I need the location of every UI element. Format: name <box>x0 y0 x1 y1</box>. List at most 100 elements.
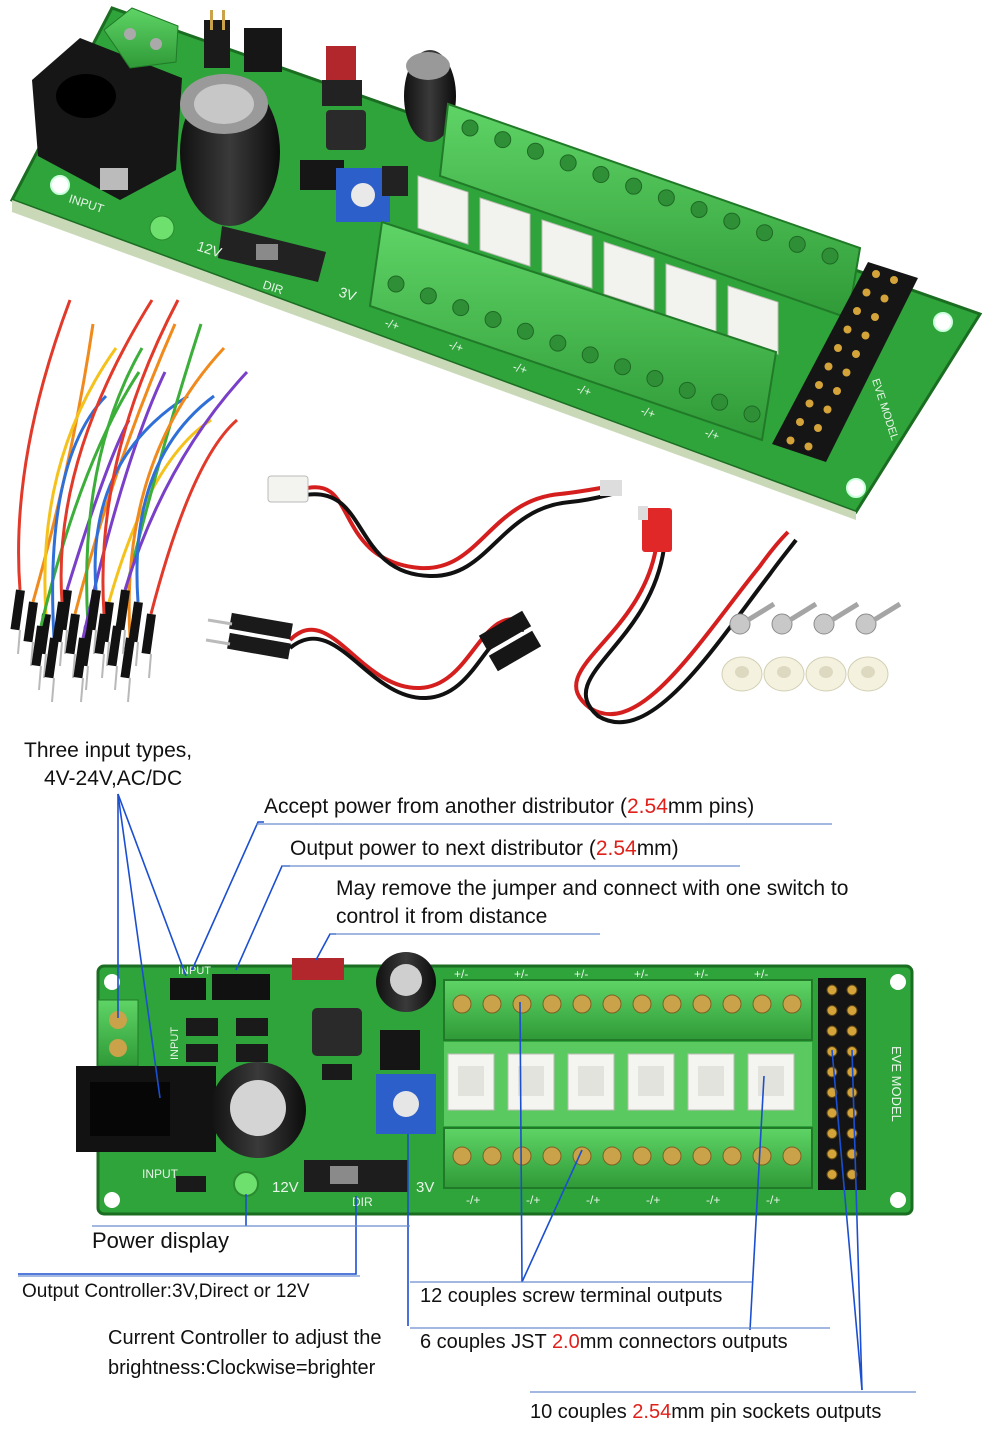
jumper-wire-pin-housing <box>73 637 88 679</box>
top-lower-screw <box>516 322 534 340</box>
bottom-upper-screw <box>692 994 712 1014</box>
bottom-pin-socket <box>826 1087 838 1098</box>
top-board: INPUT 12V DIR 3V EVE MODEL -/+-/+-/+-/+-… <box>9 6 983 520</box>
jumper-wire-pin-housing <box>120 637 135 679</box>
bottom-lower-screw <box>692 1146 712 1166</box>
nylon-spacer-hole <box>735 666 749 678</box>
label-current-1: Current Controller to adjust the <box>108 1327 382 1349</box>
bottom-lower-screw <box>512 1146 532 1166</box>
bottom-pin-socket <box>826 984 838 996</box>
top-capacitor <box>180 74 280 226</box>
jumper-wire-pin-housing <box>128 601 143 643</box>
top-lower-screw <box>549 334 567 352</box>
bottom-polarity-silk-top: +/- <box>694 967 708 981</box>
label-output-pre: Output power to next distributor ( <box>290 837 596 860</box>
bottom-3v-silk: 3V <box>416 1179 434 1196</box>
bottom-input-silk-side: INPUT <box>169 1027 181 1060</box>
top-polarity-silk: -/+ <box>447 338 465 356</box>
top-pin-socket <box>814 424 822 432</box>
bottom-upper-screw <box>482 994 502 1014</box>
jumper-wire <box>51 394 108 639</box>
top-upper-screw <box>526 142 544 160</box>
bottom-upper-screw <box>782 994 802 1014</box>
jumper-wire-pin-housing <box>141 613 156 655</box>
top-upper-screw <box>756 224 774 242</box>
top-polarity-silk: -/+ <box>639 404 657 422</box>
bottom-lower-screw <box>722 1146 742 1166</box>
bottom-lower-screw <box>752 1146 772 1166</box>
bottom-jst-socket <box>578 1066 604 1096</box>
label-jst-red: 2.0 <box>551 1331 580 1353</box>
top-lower-screw <box>646 370 664 388</box>
top-lower-screw <box>452 299 470 317</box>
bottom-pin-socket <box>846 1087 858 1098</box>
jumper-wire-pin <box>72 653 76 679</box>
label-accept-power: Accept power from another distributor (2… <box>264 794 754 819</box>
label-jst-pre: 6 couples JST <box>420 1331 552 1353</box>
bottom-dir-silk: DIR <box>352 1195 373 1209</box>
top-pin-socket <box>852 350 860 358</box>
jumper-wire-pin <box>80 677 84 703</box>
top-terminal-row-lower <box>368 220 778 442</box>
top-jst-row <box>417 175 779 355</box>
top-lower-screw <box>581 346 599 364</box>
top-3v-silk: 3V <box>337 284 359 305</box>
top-polarity-silk: -/+ <box>575 382 593 400</box>
top-lower-screw <box>614 358 632 376</box>
top-dir-silk: DIR <box>261 278 285 298</box>
screw-head <box>771 613 793 635</box>
screw-shaft <box>788 601 818 623</box>
top-polarity-silk: -/+ <box>703 426 721 444</box>
bottom-polarity-silk-bottom: -/+ <box>766 1193 780 1207</box>
top-lower-screw <box>484 310 502 328</box>
top-upper-screw <box>592 166 610 184</box>
bottom-upper-screw <box>512 994 532 1014</box>
bottom-lower-screw <box>542 1146 562 1166</box>
label-input-types-1: Three input types, <box>24 739 193 762</box>
jumper-wire <box>85 347 144 627</box>
bottom-pin-socket <box>846 1169 858 1180</box>
jumper-wire-pin-housing <box>44 637 59 679</box>
bottom-polarity-silk-top: +/- <box>574 967 588 981</box>
jumper-wire <box>149 418 238 615</box>
jumper-wire-pin <box>64 629 68 655</box>
jumper-wire-pin <box>59 641 63 667</box>
top-pin-socket <box>815 381 823 389</box>
nylon-spacer-hole <box>777 666 791 678</box>
label-jst-connectors: 6 couples JST 2.0mm connectors outputs <box>420 1330 788 1354</box>
jumper-wires-bundle <box>10 299 249 703</box>
jumper-wire-pin <box>135 641 139 667</box>
jumper-wire-pin <box>122 629 126 655</box>
bottom-pin-socket <box>826 1005 838 1016</box>
top-pin-socket <box>861 331 870 340</box>
jumper-wire <box>31 323 95 603</box>
screw-shaft <box>746 601 776 623</box>
label-output-red: 2.54 <box>595 837 637 860</box>
jumper-wire-pin <box>148 653 152 679</box>
bottom-pin-socket <box>826 1025 838 1037</box>
bottom-polarity-silk-top: +/- <box>514 967 528 981</box>
top-pin-socket <box>843 325 852 334</box>
top-upper-screw <box>461 119 479 137</box>
nylon-spacer-hole <box>861 666 875 678</box>
callout-underlines <box>18 823 916 1393</box>
label-jumper-2: control it from distance <box>336 905 548 928</box>
bottom-pin-socket <box>846 1005 858 1016</box>
bottom-board: INPUT INPUT INPUT 12V DIR 3V EVE MODEL +… <box>76 952 914 1216</box>
dupont-cable <box>205 610 542 701</box>
bottom-pin-socket <box>846 1107 858 1119</box>
jumper-wire-pin <box>93 629 97 655</box>
bottom-pin-socket <box>826 1107 838 1119</box>
bottom-input-silk-bottom: INPUT <box>142 1167 179 1181</box>
jumper-wire <box>135 394 215 603</box>
top-pin-socket <box>872 270 880 278</box>
jumper-wire <box>127 346 226 639</box>
top-pin-socket <box>862 288 871 297</box>
bottom-pin-socket <box>826 1128 838 1139</box>
bottom-polarity-silk-top: +/- <box>754 967 768 981</box>
top-pin-socket <box>871 313 879 321</box>
bottom-polarity-silk-bottom: -/+ <box>526 1193 540 1207</box>
top-jst-connector <box>417 175 469 245</box>
dc-jack <box>32 38 182 200</box>
